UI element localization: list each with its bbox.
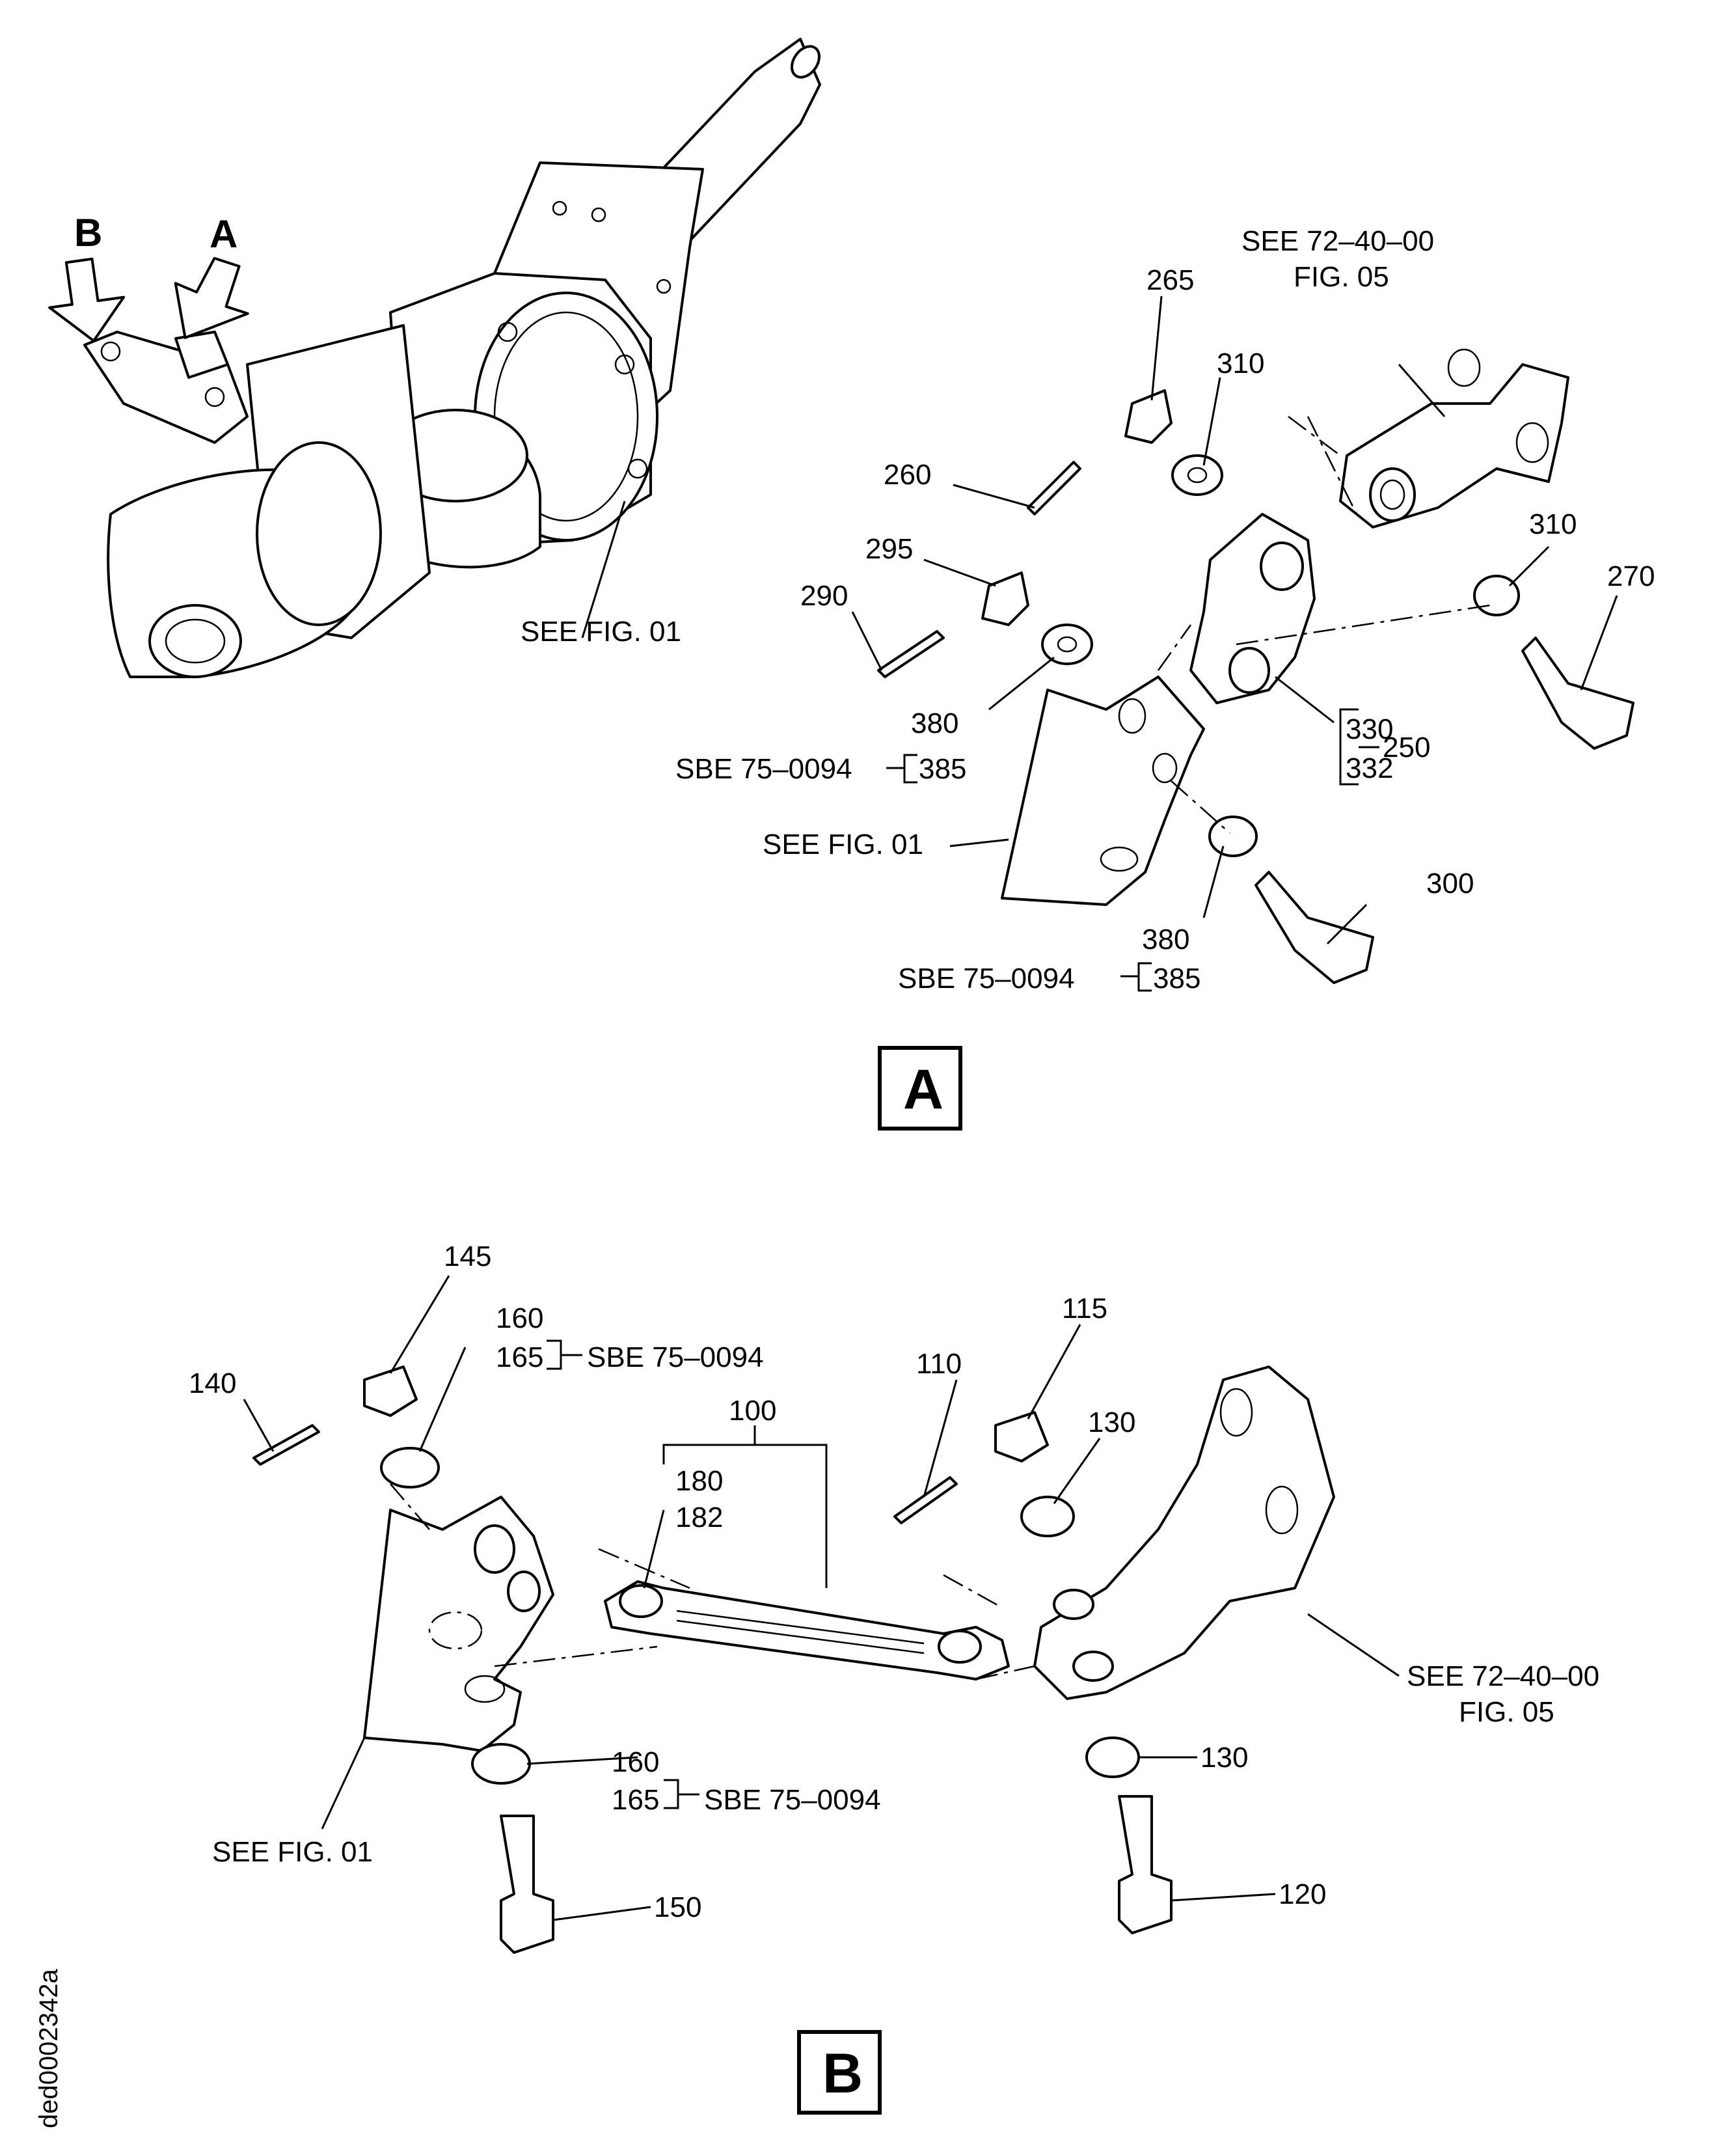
view-b-box: B (797, 2030, 882, 2115)
detail-b-parts (252, 1365, 1335, 1954)
callout-110: 110 (916, 1348, 962, 1380)
engine-assembly-illustration (83, 38, 821, 678)
callout-310-upper: 310 (1217, 348, 1264, 379)
see-72-40-00-label-a: SEE 72–40–00 (1241, 225, 1434, 257)
callout-165-upper: 165 (496, 1341, 543, 1373)
callout-120: 120 (1279, 1878, 1326, 1910)
figure-id: ded0002342a (34, 1969, 63, 2128)
callout-310-right: 310 (1529, 508, 1577, 540)
detail-a-leaders (851, 295, 1618, 992)
callout-330: 330 (1346, 713, 1393, 745)
sbe-label-b-lower: SBE 75–0094 (704, 1784, 881, 1816)
see-fig-01-label-a: SEE FIG. 01 (763, 829, 923, 860)
arrow-b-icon (48, 257, 126, 342)
see-fig-01-label-b: SEE FIG. 01 (212, 1836, 373, 1868)
callout-380-lower: 380 (1142, 924, 1189, 955)
callout-130-lower: 130 (1200, 1742, 1248, 1774)
callout-100: 100 (729, 1395, 776, 1427)
detail-b-leaders (243, 1275, 1400, 1921)
see-72-fig-05-label-a: FIG. 05 (1294, 261, 1389, 293)
arrow-a-icon (174, 256, 249, 339)
callout-260: 260 (884, 459, 931, 491)
callout-270: 270 (1607, 560, 1655, 592)
arrow-a-label: A (210, 212, 237, 256)
callout-130-upper: 130 (1088, 1406, 1135, 1438)
callout-160-upper: 160 (496, 1302, 543, 1334)
see-fig-01-label: SEE FIG. 01 (521, 616, 681, 648)
view-b-label: B (822, 2042, 863, 2105)
sbe-label-a-lower: SBE 75–0094 (898, 963, 1075, 995)
callout-115: 115 (1062, 1293, 1107, 1324)
callout-385-lower: 385 (1153, 963, 1200, 995)
callout-150: 150 (654, 1891, 701, 1923)
callout-180: 180 (675, 1465, 723, 1497)
callout-300: 300 (1426, 868, 1474, 899)
callout-385-upper: 385 (919, 753, 966, 785)
callout-265: 265 (1146, 264, 1194, 296)
detail-a-parts (877, 348, 1634, 984)
callout-182: 182 (675, 1502, 723, 1533)
sbe-label-a-upper: SBE 75–0094 (675, 753, 852, 785)
view-a-box: A (878, 1046, 962, 1131)
callout-290: 290 (800, 580, 848, 612)
callout-160-lower: 160 (612, 1746, 659, 1778)
sbe-label-b-upper: SBE 75–0094 (587, 1341, 764, 1373)
callout-250: 250 (1383, 732, 1430, 763)
see-72-fig-05-label-b: FIG. 05 (1459, 1696, 1554, 1728)
see-72-40-00-label-b: SEE 72–40–00 (1407, 1660, 1599, 1692)
callout-145: 145 (444, 1241, 491, 1272)
callout-140: 140 (189, 1367, 236, 1399)
callout-295: 295 (865, 533, 913, 565)
arrow-b-label: B (74, 211, 102, 254)
callout-380-upper: 380 (911, 707, 958, 739)
see-fig-01-leader (581, 501, 626, 638)
callout-165-lower: 165 (612, 1784, 659, 1816)
callout-332: 332 (1346, 752, 1393, 784)
view-a-label: A (903, 1058, 943, 1121)
